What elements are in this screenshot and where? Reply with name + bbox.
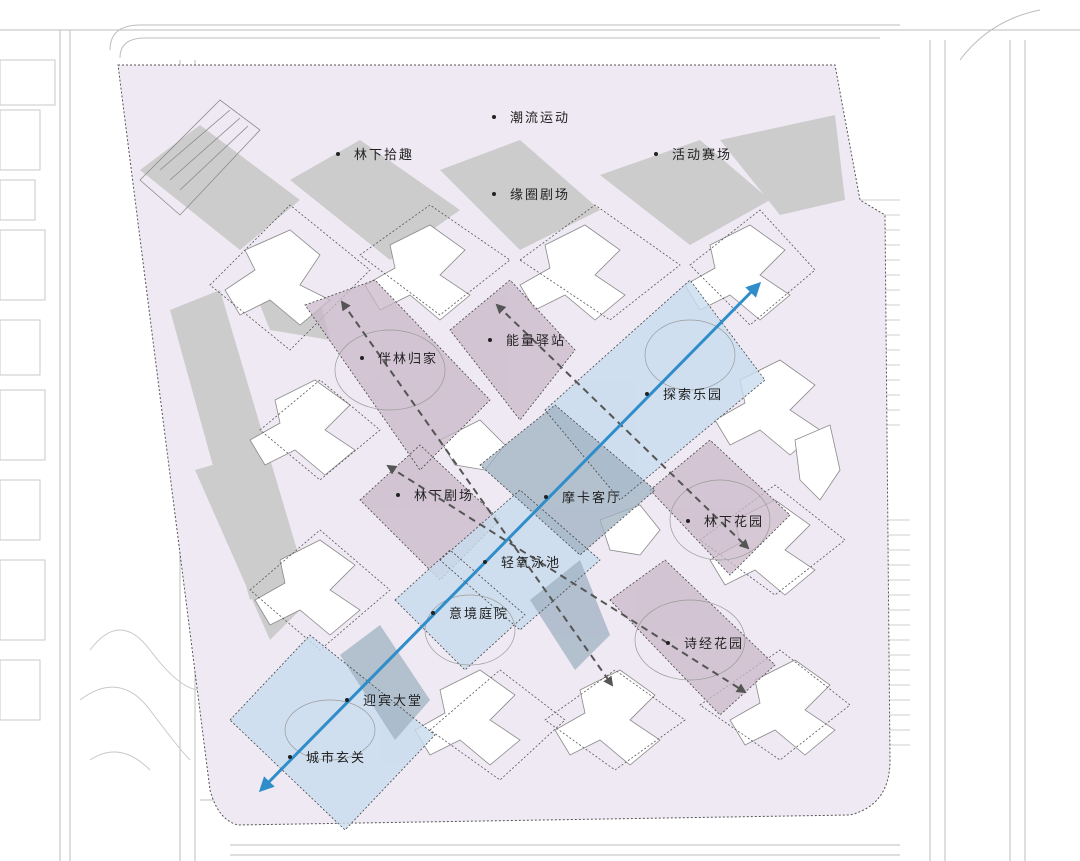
zone-label-shijing: 诗经花园 [666,637,744,653]
zone-label-chaoliu: 潮流运动 [492,111,570,127]
context-buildings-left [0,59,201,771]
main-axis-arrow [258,281,762,793]
zone-label-banlin: 伴林归家 [360,352,438,368]
zone-label-linxia-juchang: 林下剧场 [396,489,474,505]
zone-label-chengshi: 城市玄关 [288,751,366,767]
zone-label-tansuo: 探索乐园 [645,388,723,404]
building-shadows [140,115,845,640]
zone-label-moka: 摩卡客厅 [544,491,622,507]
zone-label-yingbin: 迎宾大堂 [345,694,423,710]
zone-label-linxia-shiqu: 林下拾趣 [336,148,414,164]
zone-label-qingyang: 轻氧泳池 [483,556,561,572]
zone-label-yuanquan: 缘圈剧场 [492,188,570,204]
corner-structure [139,99,261,216]
zone-label-linxia-huayuan: 林下花园 [686,515,764,531]
zone-label-huodong: 活动赛场 [654,148,732,164]
zone-label-yijing: 意境庭院 [431,607,509,623]
zone-label-nengliang: 能量驿站 [488,334,566,350]
